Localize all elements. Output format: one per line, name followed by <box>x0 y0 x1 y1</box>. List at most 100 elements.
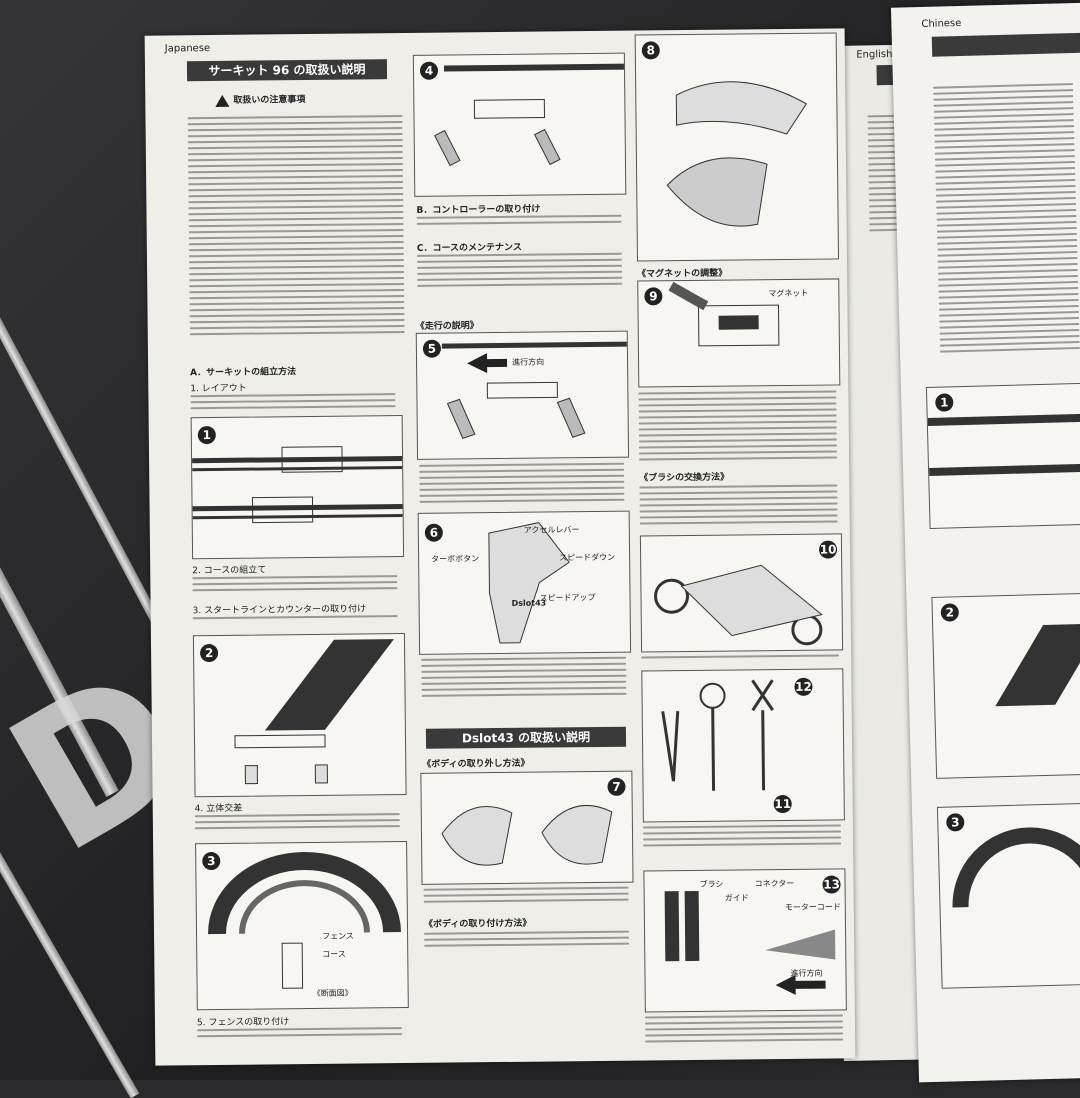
fig-number-2: 2 <box>200 643 219 663</box>
fig-number-13: 13 <box>822 875 841 894</box>
label-accelerator: アクセルレバー <box>523 525 580 535</box>
brush-heading: 《ブラシの交換方法》 <box>639 472 730 484</box>
step-4-text <box>194 813 400 833</box>
japanese-instruction-sheet: Japanese サーキット 96 の取扱い説明 取扱いの注意事項 A．サーキッ… <box>144 28 856 1066</box>
figure-13: 13 ブラシ ガイド コネクター モーターコード 進行方向 <box>643 868 847 1013</box>
chinese-curve-illustration <box>952 827 1080 908</box>
running-text <box>419 462 625 507</box>
body-attach-heading: 《ボディの取り付け方法》 <box>423 918 532 930</box>
fig-number-1: 1 <box>197 425 216 445</box>
chinese-figure-3: 3 <box>936 802 1080 989</box>
english-label: English <box>856 48 893 61</box>
figure-11-12: 12 11 <box>641 668 845 823</box>
dslot-title-bar: Dslot43 の取扱い説明 <box>425 726 627 749</box>
controller-connection-illustration <box>434 63 625 167</box>
label-turbo: ターボボタン <box>431 554 480 564</box>
caution-heading: 取扱いの注意事項 <box>215 92 305 107</box>
column-3: 8 《マグネットの調整》 9 マグネット 《ブラシの交換方法》 10 <box>634 28 851 1060</box>
body-removal-illustration <box>441 804 613 866</box>
figure-8: 8 <box>634 32 840 262</box>
body-attach-text <box>424 930 630 951</box>
fig-number-12: 12 <box>794 677 813 696</box>
label-guide: ガイド <box>724 893 749 903</box>
fig-number-9: 9 <box>644 287 663 306</box>
step-3-title: 3. スタートラインとカウンターの取り付け <box>192 604 367 617</box>
running-direction-illustration <box>441 341 627 440</box>
step-5-title: 5. フェンスの取り付け <box>196 1017 290 1029</box>
fig-number-4: 4 <box>419 61 439 80</box>
track-layout-illustration <box>192 446 403 524</box>
magnet-heading: 《マグネットの調整》 <box>637 268 728 280</box>
chinese-title-bar <box>931 32 1080 57</box>
figure-2: 2 <box>192 633 407 798</box>
controller-brand: Dslot43 <box>511 598 547 608</box>
figure-10: 10 <box>639 533 844 653</box>
label-connector: コネクター <box>754 878 795 889</box>
section-a-heading: A．サーキットの組立方法 <box>190 367 297 379</box>
step-1-title: 1. レイアウト <box>190 383 247 395</box>
label-brush: ブラシ <box>699 879 724 889</box>
fig-10-caption <box>641 654 840 662</box>
chinese-sheet: Chinese 1 2 3 <box>890 2 1080 1083</box>
controller-text <box>421 656 627 701</box>
chinese-track-illustration-2 <box>995 623 1080 707</box>
fig-number-10: 10 <box>818 540 838 559</box>
curve-fence-illustration <box>208 852 402 989</box>
fig-number-8: 8 <box>641 41 660 60</box>
body-attach-illustration <box>666 81 808 227</box>
fig-number-3: 3 <box>202 851 221 871</box>
body-remove-text <box>423 886 629 907</box>
chinese-label: Chinese <box>921 17 962 31</box>
figure-3: 3 フェンス コース 《断面図》 <box>195 840 409 1011</box>
brush-text <box>639 484 838 528</box>
section-b-heading: B．コントローラーの取り付け <box>416 204 541 216</box>
figure-4: 4 <box>412 52 627 197</box>
step-4-title: 4. 立体交差 <box>194 803 243 815</box>
figure-9: 9 マグネット <box>637 278 841 388</box>
column-2: 4 B．コントローラーの取り付け C．コースのメンテナンス 《走行の説明》 5 … <box>412 31 639 1063</box>
step-1-text <box>190 393 396 413</box>
controller-illustration <box>488 522 570 644</box>
label-direction: 進行方向 <box>512 357 545 367</box>
label-course: コース <box>322 949 346 959</box>
figure-5: 5 進行方向 <box>415 330 630 460</box>
chinese-figure-1: 1 <box>925 382 1080 529</box>
label-magnet: マグネット <box>768 288 809 299</box>
warning-icon <box>215 94 230 107</box>
chinese-track-illustration-1 <box>927 413 1080 476</box>
figure-7: 7 <box>420 770 634 885</box>
fig-number-6: 6 <box>424 523 443 542</box>
fig-11-caption <box>642 824 842 850</box>
chinese-figure-2: 2 <box>931 592 1080 779</box>
step-2-title: 2. コースの組立て <box>192 565 267 577</box>
body-remove-heading: 《ボディの取り外し方法》 <box>422 758 530 770</box>
fig-number-7: 7 <box>607 777 626 796</box>
figure-6: 6 アクセルレバー ターボボタン スピードダウン スピードアップ Dslot43 <box>417 510 632 655</box>
fig-number-5: 5 <box>422 339 442 358</box>
step-2-text <box>192 575 398 595</box>
running-heading: 《走行の説明》 <box>415 321 479 332</box>
japanese-label: Japanese <box>164 43 211 55</box>
label-speed-down: スピードダウン <box>559 552 616 563</box>
brush-replacement-illustration <box>664 890 836 995</box>
fig-number-11: 11 <box>773 794 792 814</box>
section-c-text <box>416 252 623 291</box>
column-1: Japanese サーキット 96 の取扱い説明 取扱いの注意事項 A．サーキッ… <box>145 33 416 1066</box>
label-motor-cord: モーターコード <box>784 902 841 913</box>
circuit-title-bar: サーキット 96 の取扱い説明 <box>186 59 388 82</box>
fig-13-caption <box>644 1014 844 1046</box>
label-fence: フェンス <box>322 931 354 941</box>
label-speed-up: スピードアップ <box>539 593 596 603</box>
chinese-text-block <box>933 83 1080 357</box>
overpass-illustration <box>234 639 394 785</box>
section-c-heading: C．コースのメンテナンス <box>416 242 522 254</box>
magnet-illustration <box>668 281 780 347</box>
caution-text <box>187 114 405 339</box>
section-b-text <box>416 214 622 229</box>
figure-1: 1 <box>190 415 405 560</box>
chassis-illustration <box>654 564 823 646</box>
label-section: 《断面図》 <box>312 988 353 998</box>
brush-tools-illustration <box>661 679 774 791</box>
step-3-text <box>192 615 398 623</box>
label-direction-2: 進行方向 <box>790 968 823 978</box>
